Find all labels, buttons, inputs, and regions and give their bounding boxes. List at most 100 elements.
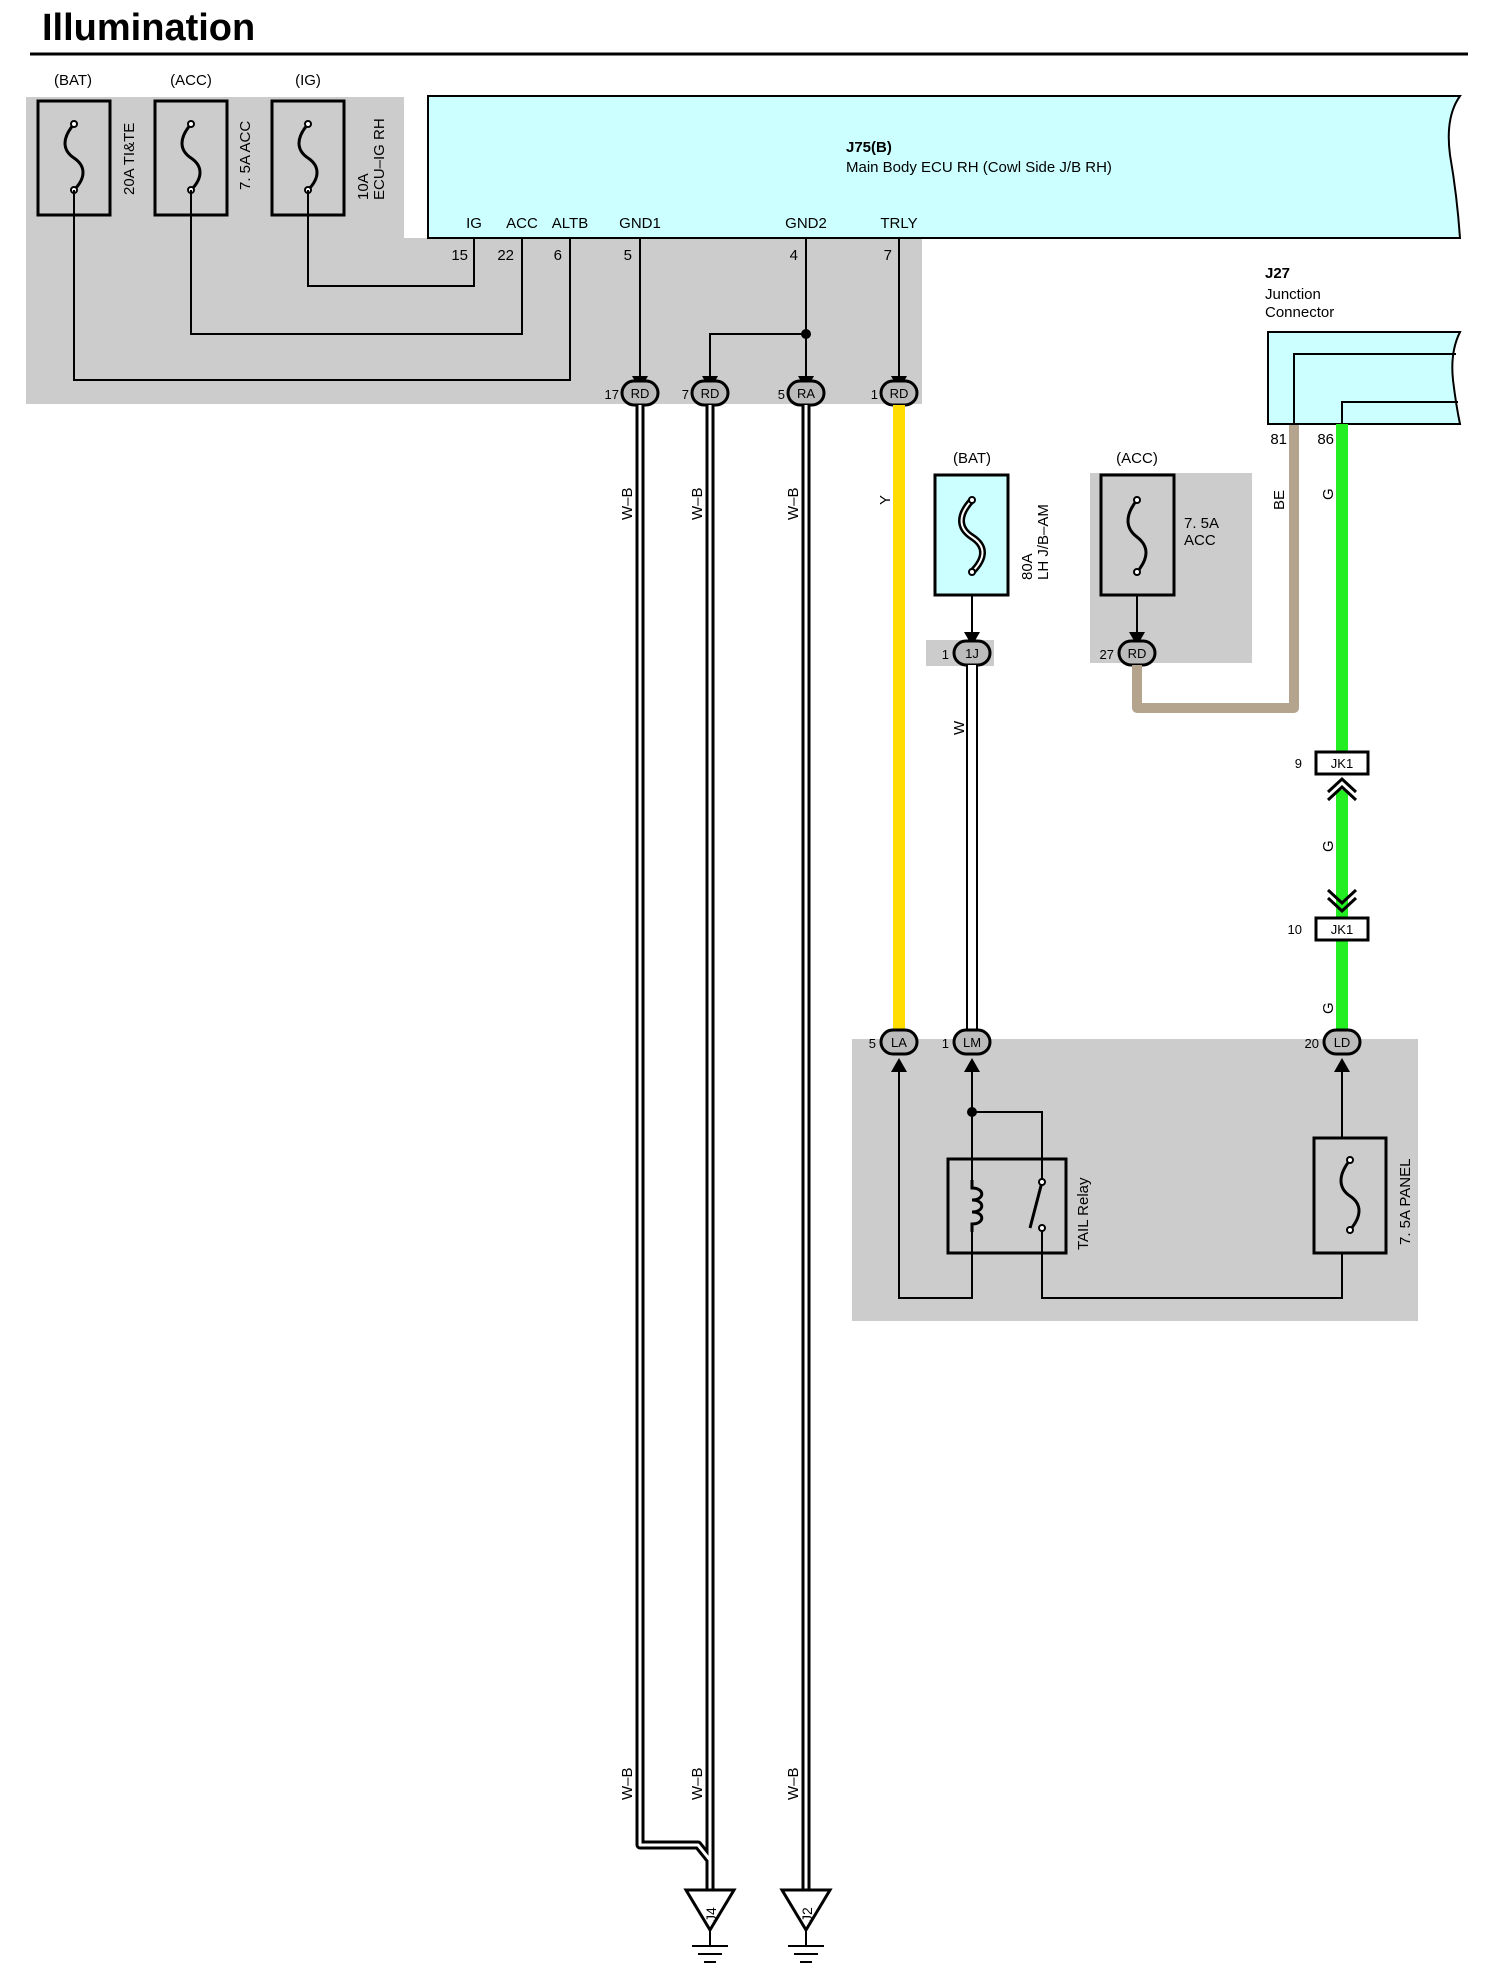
j27-id: J27 [1265,265,1290,282]
fuse-rating: 7. 5A [1184,515,1219,532]
ecu-id: J75(B) [846,139,892,156]
fuse-rating: 7. 5A PANEL [1397,1159,1414,1245]
relay-label: TAIL Relay [1075,1177,1092,1250]
connector-27-rd: 27 RD [1100,639,1157,667]
connector-code: LM [963,1035,981,1050]
connector-code: RA [797,386,815,401]
fuse-source-label: (IG) [295,72,321,89]
ecu-pin-number: 6 [554,247,562,264]
fuse-acc: (ACC) 7. 5A ACC [153,72,254,217]
ground-code: J4 [703,1907,719,1922]
green-wire-labels: G G G [1320,488,1337,1014]
wb-wire-labels: W–B W–B W–B W–B W–B W–B [619,487,802,1800]
fuse-box [1312,1136,1388,1255]
fuse-rating-line2: LH J/B–AM [1035,504,1052,580]
connector-pin: 1 [942,647,949,662]
wire-color-label: G [1320,488,1337,500]
connector-17-rd: 17 RD [605,379,660,407]
connector-pin: 27 [1100,647,1114,662]
ecu-pin-number: 4 [790,247,798,264]
connector-pin: 9 [1295,756,1302,771]
ecu-pin-label: IG [466,215,482,232]
ground-j4: J4 [683,1888,737,1963]
connector-5-ra: 5 RA [778,379,826,407]
j27-pin: 86 [1317,431,1334,448]
ecu-j75b-box [427,95,1462,239]
fuse-source-label: (ACC) [170,72,212,89]
j27-name-line1: Junction [1265,286,1321,303]
ecu-pin-number: 22 [497,247,514,264]
ecu-pin-label: GND1 [619,215,661,232]
tail-relay: TAIL Relay [946,1157,1092,1255]
wire-color-label: W–B [785,1767,802,1800]
ecu-pin-number: 5 [624,247,632,264]
bottom-junction-block [852,1039,1418,1321]
connector-pin: 10 [1288,922,1302,937]
connector-pin: 5 [778,387,785,402]
connector-jk1-10: 10 JK1 [1288,888,1370,942]
connector-code: LD [1334,1035,1351,1050]
fuse-source-label: (ACC) [1116,450,1158,467]
fuse-rating-line2: ACC [1184,532,1216,549]
fuse-rating: 20A TI&TE [121,123,138,195]
wb-ground-wires [635,405,811,1890]
relay-switch-icon [1028,1181,1044,1229]
connector-arrow [964,632,980,646]
fuse-icon [297,123,319,192]
connector-code: 1J [965,646,979,661]
wire-color-label: W–B [619,487,636,520]
j27-name-line2: Connector [1265,304,1334,321]
connector-lm: 1 LM [942,1028,992,1056]
fuse-acc-mid: (ACC) 7. 5A ACC [1099,450,1219,597]
wire-beige [1132,424,1299,713]
fuse-icon [1339,1159,1361,1231]
connector-code: LA [891,1035,907,1050]
connector-pin: 7 [682,387,689,402]
connector-code: RD [631,386,650,401]
fuse-rating: 7. 5A ACC [237,121,254,190]
connector-la: 5 LA [869,1028,919,1056]
fuse-rating-line2: ECU–IG RH [371,118,388,200]
fuse-icon [180,123,202,192]
connector-arrow [1129,632,1145,646]
ecu-name: Main Body ECU RH (Cowl Side J/B RH) [846,159,1112,176]
j27-junction-connector: J27 Junction Connector 81 86 [1265,265,1462,448]
wire-color-label: W [951,720,968,735]
connector-pin: 5 [869,1036,876,1051]
wire-color-label: G [1320,840,1337,852]
connector-pin: 17 [605,387,619,402]
connector-pin: 1 [942,1036,949,1051]
fuse-bat-lh-jb-am: (BAT) 80A LH J/B–AM [933,450,1052,597]
ground-code: J2 [799,1907,815,1922]
j27-pin: 81 [1270,431,1287,448]
fuse-icon [63,123,85,192]
ecu-pin-label: GND2 [785,215,827,232]
connector-pin: 1 [871,387,878,402]
splice-point [967,1107,977,1117]
fuse-panel: 7. 5A PANEL [1312,1136,1414,1255]
page-title: Illumination [42,7,255,49]
ecu-pin-label: ACC [506,215,538,232]
connector-ld: 20 LD [1305,1028,1362,1056]
wire-color-label: G [1320,1002,1337,1014]
wire-color-label: W–B [689,487,706,520]
fuse-source-label: (BAT) [953,450,991,467]
connector-code: RD [1128,646,1147,661]
relay-coil-icon [970,1180,984,1232]
ecu-pin-label: ALTB [552,215,588,232]
connector-code: RD [701,386,720,401]
ecu-pin-labels: IG ACC ALTB GND1 GND2 TRLY [466,215,918,232]
ecu-pin-number: 15 [451,247,468,264]
fuse-rating: 10A [355,173,372,200]
connector-code: JK1 [1331,756,1353,771]
ground-j2: J2 [779,1888,833,1963]
wire-color-label: W–B [785,487,802,520]
connector-code: JK1 [1331,922,1353,937]
wire-color-label: Y [877,495,894,505]
fuse-source-label: (BAT) [54,72,92,89]
ecu-pin-numbers: 15 22 6 5 4 7 [451,247,892,264]
acc-fuse-block [1090,473,1252,663]
fuse-rating: 80A [1019,553,1036,580]
top-block-wires [73,190,900,381]
connector-7-rd: 7 RD [682,379,730,407]
